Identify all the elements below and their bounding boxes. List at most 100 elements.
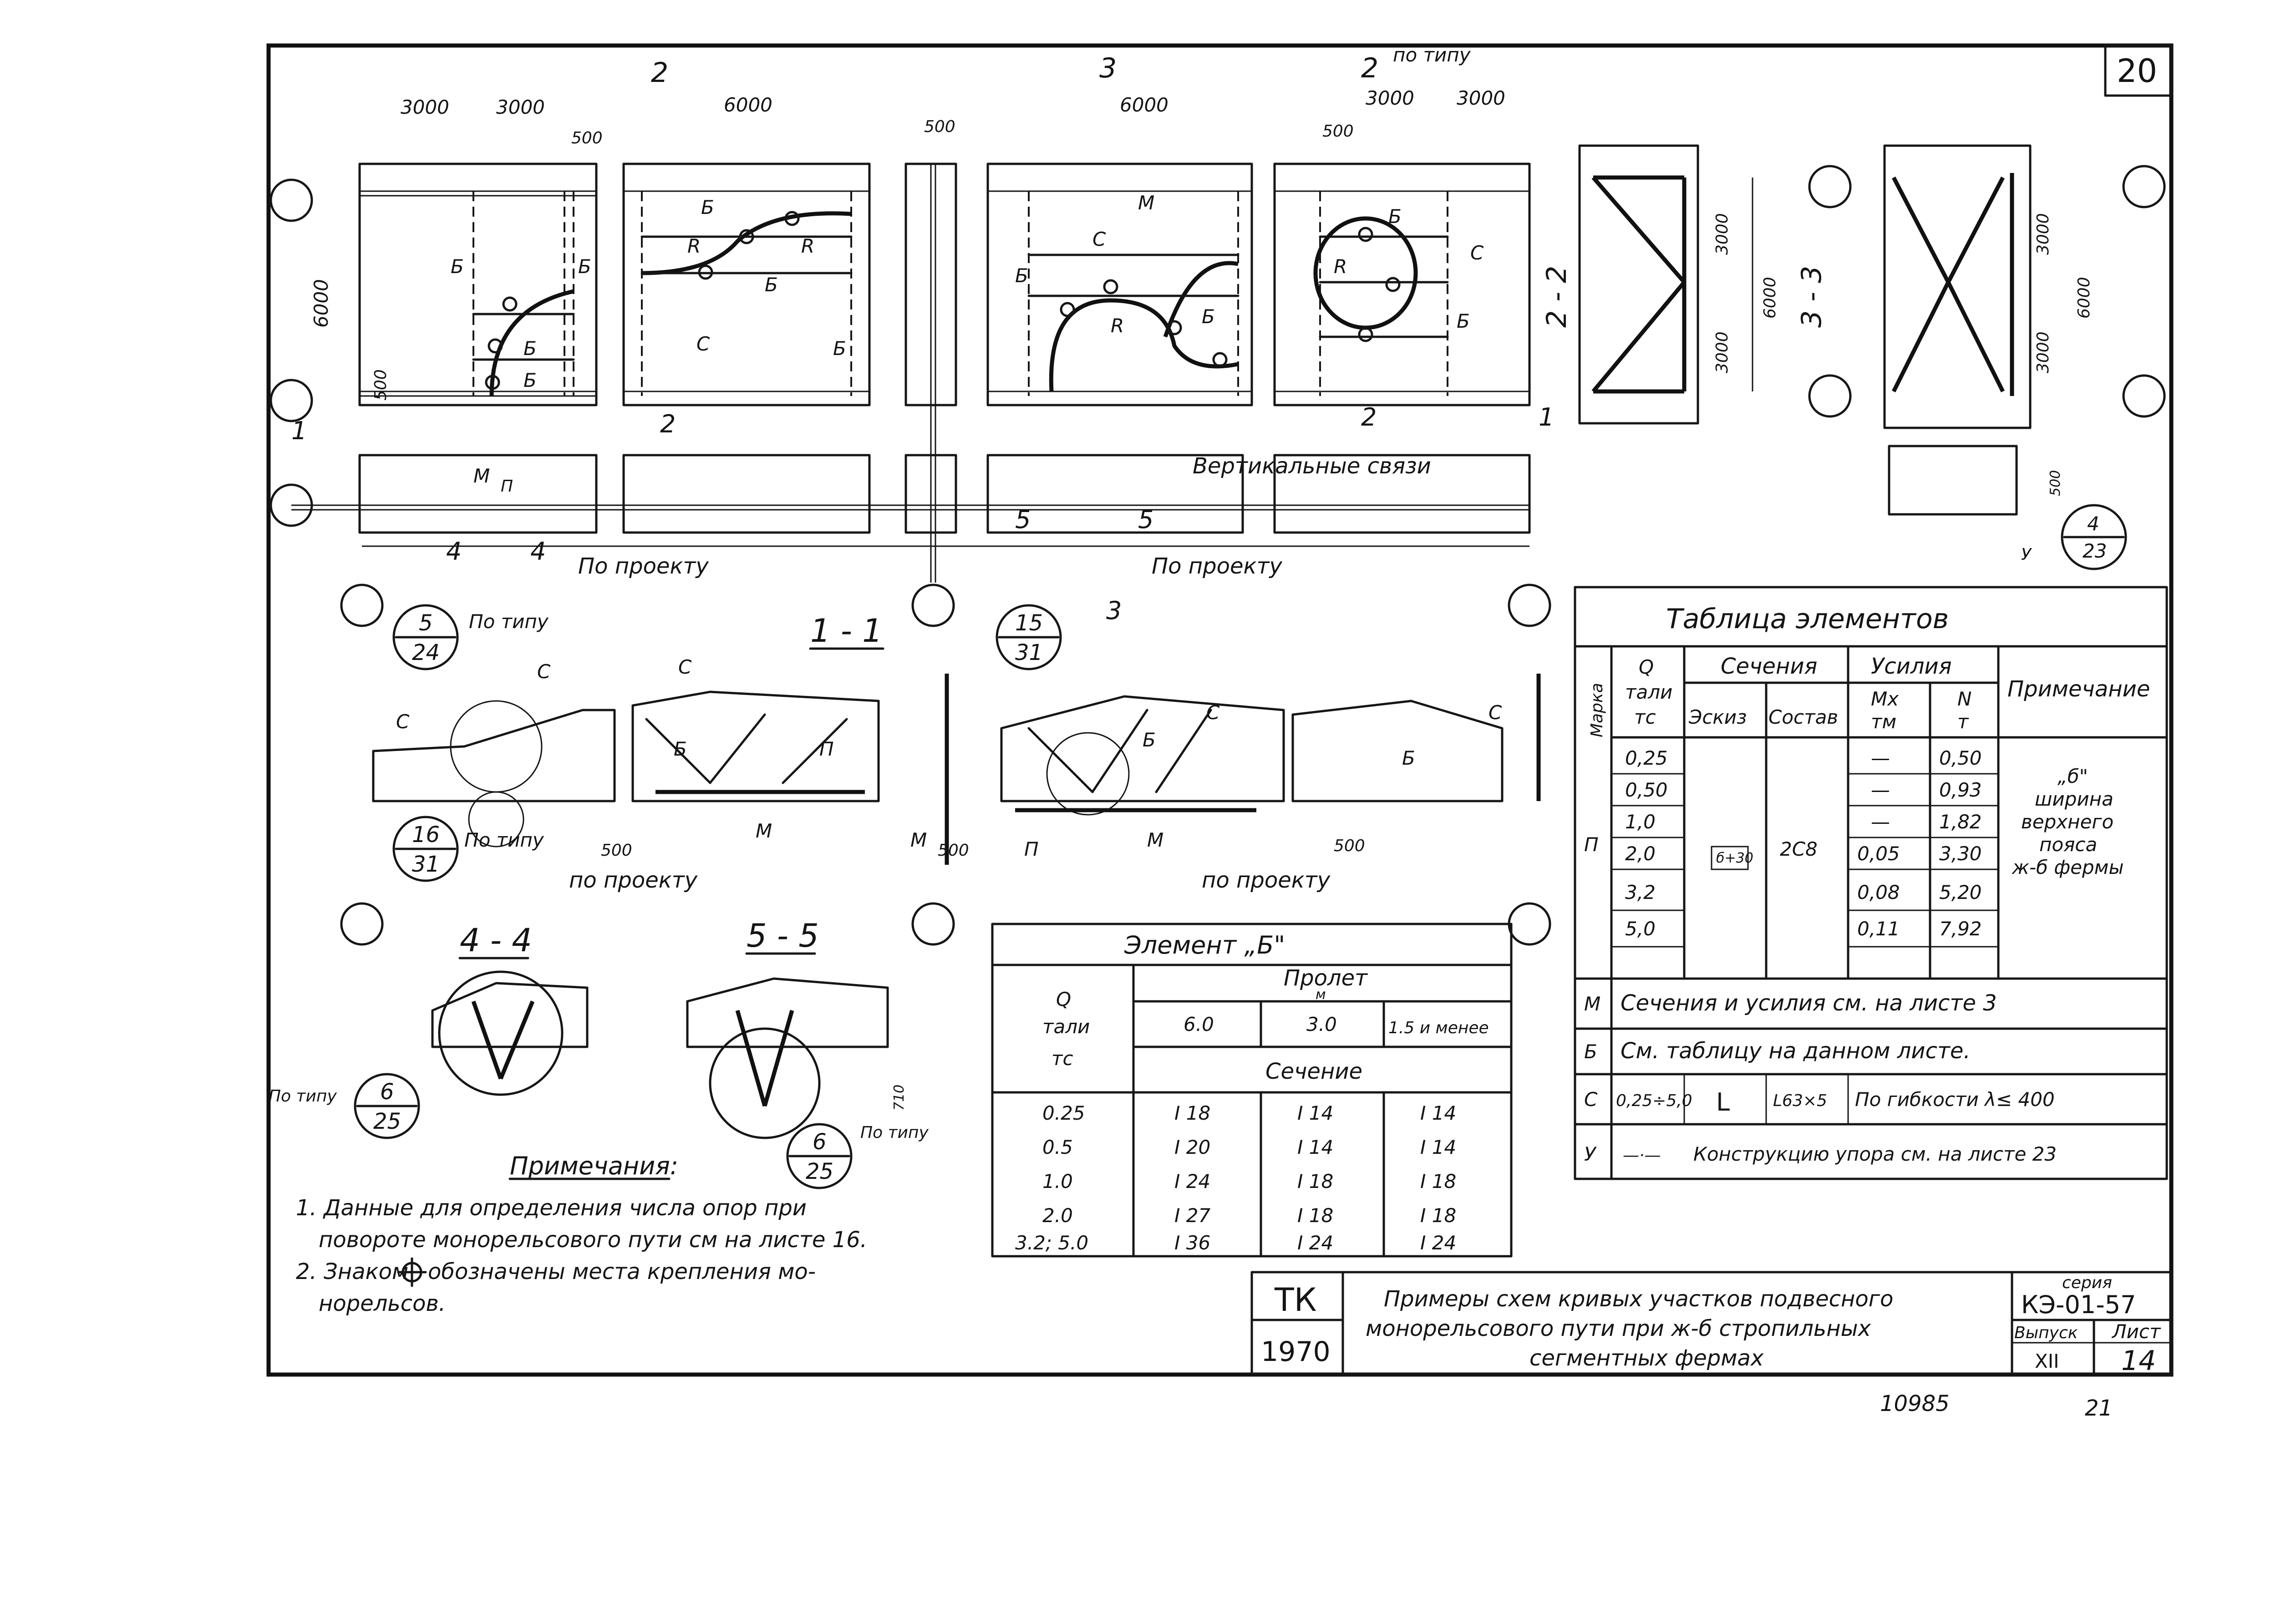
series-label: серия — [2062, 1274, 2112, 1292]
title-line-1: Примеры схем кривых участков подвесного — [1384, 1286, 1893, 1312]
po-tipu-top: по типу — [1393, 44, 1471, 66]
ref-6-25b-num: 6 — [813, 1129, 827, 1155]
dim-6000-left: 6000 — [310, 279, 332, 328]
ref-5-24-den: 24 — [412, 640, 440, 665]
elements-h-mx: Мх — [1871, 688, 1899, 710]
fastening-symbol-icon — [397, 1257, 427, 1287]
monorail-strip — [291, 454, 1531, 547]
ref-4-23-den: 23 — [2083, 540, 2107, 562]
label-C-11a: С — [396, 710, 410, 733]
elements-p-note-5: ж-б фермы — [2012, 856, 2124, 878]
element-b-section-header: Сечение — [1265, 1059, 1362, 1084]
section-mark-1-left: 1 — [291, 416, 307, 445]
table-row-q: 3,2 — [1625, 881, 1656, 903]
table-cell: I 18 — [1297, 1204, 1333, 1227]
label-C-3: С — [1470, 242, 1484, 264]
dim-500-left: 500 — [371, 369, 390, 401]
section-55-drawing — [686, 977, 889, 1139]
table-row-q: 2.0 — [1042, 1204, 1073, 1227]
note-2c: норельсов. — [319, 1291, 446, 1316]
elements-h-q: Q — [1639, 656, 1654, 678]
section-11-truss-right — [945, 674, 1541, 865]
table-row-q: 2,0 — [1625, 842, 1656, 865]
table-cell: — — [1871, 779, 1890, 801]
ref-15-31-num: 15 — [1015, 610, 1043, 636]
label-C-11e: С — [1489, 701, 1502, 724]
po-tipu-44: По типу — [269, 1087, 337, 1106]
section-55-title: 5 - 5 — [747, 917, 819, 954]
label-P-11a: П — [819, 738, 834, 760]
dim-500-a: 500 — [571, 129, 603, 147]
label-P-11b: П — [1024, 838, 1039, 860]
table-cell: I 14 — [1297, 1136, 1333, 1158]
element-b-span-header: Пролет — [1284, 965, 1368, 991]
table-cell: 1,82 — [1939, 811, 1982, 833]
dim-3000-d: 3000 — [1457, 87, 1505, 109]
title-line-3: сегментных фермах — [1529, 1345, 1764, 1371]
elements-p-mark: П — [1584, 833, 1599, 856]
section-mark-5-b: 5 — [1138, 505, 1153, 534]
ref-6-25a-den: 25 — [373, 1109, 401, 1134]
plan-panel-1 — [358, 162, 598, 406]
ref-4-23-num: 4 — [2087, 513, 2099, 535]
label-B-6: Б — [765, 274, 778, 296]
dim-500-33: 500 — [2047, 470, 2063, 496]
label-B-9: Б — [1202, 305, 1215, 328]
elements-c-mark: С — [1584, 1088, 1598, 1111]
elements-p-note-1: „б" — [2058, 765, 2088, 787]
elements-p-comp: 2С8 — [1780, 838, 1818, 860]
dim-6000-a: 6000 — [724, 94, 772, 116]
elements-h-q2: тали — [1625, 681, 1672, 703]
plan-panel-5 — [1273, 162, 1531, 406]
label-R-1: R — [687, 235, 701, 257]
elements-h-note: Примечание — [2007, 676, 2150, 702]
section-44-title: 4 - 4 — [460, 922, 532, 959]
table-cell: I 27 — [1174, 1204, 1210, 1227]
dim-3000-33a: 3000 — [2034, 213, 2052, 255]
label-C-11c: С — [678, 656, 692, 678]
elements-c-sketch: L — [1716, 1088, 1730, 1116]
ref-16-31-den: 31 — [412, 852, 440, 877]
ref-15-31-den: 31 — [1015, 640, 1043, 665]
section-mark-4-b: 4 — [530, 537, 546, 566]
elements-c-q: 0,25÷5,0 — [1616, 1091, 1692, 1110]
table-cell: 0,11 — [1857, 918, 1900, 940]
label-M-11b: М — [910, 829, 927, 851]
elements-h-forces: Усилия — [1871, 654, 1952, 679]
series-value: КЭ-01-57 — [2021, 1290, 2136, 1319]
sheet-frame — [266, 43, 2174, 1377]
elements-p-rows: 0,25 — 0,50 0,50 — 0,93 1,0 — 1,82 2,0 0… — [1625, 747, 1982, 940]
ref-5-24-num: 5 — [419, 610, 433, 636]
dim-500-11c: 500 — [1334, 837, 1365, 855]
table-cell: I 24 — [1420, 1232, 1456, 1254]
table-cell: 0,50 — [1939, 747, 1982, 769]
label-B-8: Б — [1015, 264, 1028, 287]
dim-3000-22a: 3000 — [1713, 213, 1732, 255]
po-proektu-3: по проекту — [569, 868, 698, 893]
section-mark-5-a: 5 — [1015, 505, 1031, 534]
table-cell: 0,08 — [1857, 881, 1900, 903]
label-M-11a: М — [756, 820, 772, 842]
po-proektu-1: По проекту — [578, 553, 709, 579]
elements-h-n2: т — [1957, 710, 1969, 733]
elements-c-comp: L63×5 — [1773, 1091, 1827, 1110]
title-line-2: монорельсового пути при ж-б стропильных — [1366, 1316, 1871, 1341]
section-mark-2-mid-b: 2 — [1361, 403, 1377, 431]
title-block — [1250, 1271, 2173, 1376]
dim-500-11a: 500 — [601, 841, 632, 860]
label-C-11d: С — [1206, 701, 1220, 724]
table-row-q: 3.2; 5.0 — [1015, 1232, 1088, 1254]
table-cell: 5,20 — [1939, 881, 1982, 903]
element-b-span-2: 3.0 — [1306, 1013, 1337, 1035]
ref-circle-5-24 — [392, 604, 459, 670]
table-cell: I 24 — [1174, 1170, 1210, 1193]
label-M-11c: М — [1147, 829, 1163, 851]
elements-p-note-3: верхнего — [2021, 811, 2113, 833]
label-B-2: Б — [578, 255, 591, 278]
table-cell: — — [1871, 811, 1890, 833]
section-33-drawing — [1883, 144, 2032, 516]
section-44-drawing — [431, 970, 589, 1096]
table-row-q: 0,25 — [1625, 747, 1668, 769]
po-tipu-11b: По типу — [464, 829, 544, 851]
element-b-span-1: 6.0 — [1184, 1013, 1214, 1035]
